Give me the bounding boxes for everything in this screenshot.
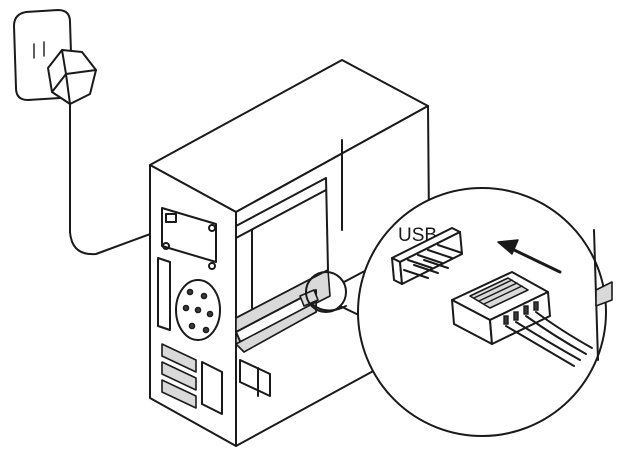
power-adapter-icon: [47, 49, 97, 105]
usb-header-icon: USB: [391, 225, 463, 285]
power-cable: [69, 103, 173, 256]
usb-cable-connector-icon: [451, 271, 593, 367]
insert-arrow-icon: [497, 239, 562, 274]
